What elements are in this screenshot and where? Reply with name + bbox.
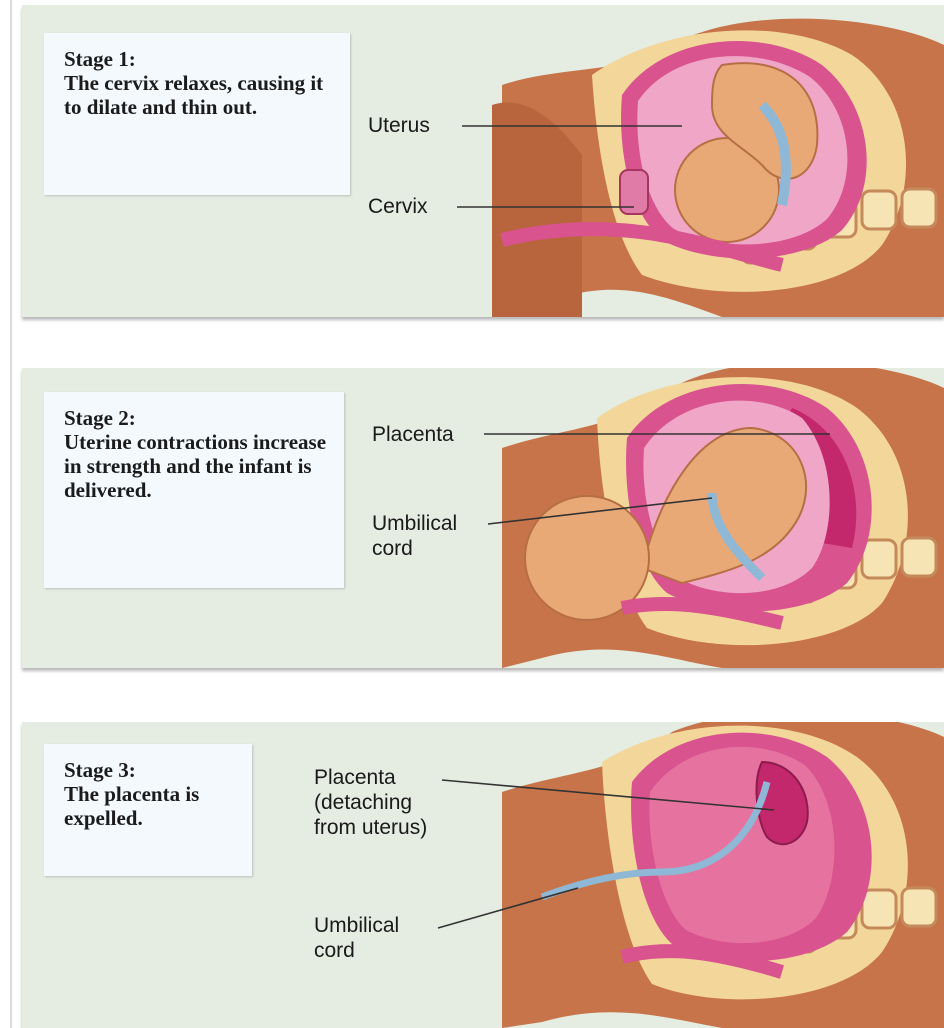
stage-3-caption: Stage 3: The placenta is expelled. xyxy=(44,744,252,876)
label-umbilical-cord: Umbilical cord xyxy=(314,913,399,963)
label-uterus: Uterus xyxy=(368,113,430,138)
label-umbilical-cord: Umbilical cord xyxy=(372,511,457,561)
uterus-inner xyxy=(649,747,834,943)
stage-1-panel: Stage 1: The cervix relaxes, causing it … xyxy=(22,5,944,317)
label-placenta: Placenta xyxy=(372,422,454,447)
stage-3-panel: Stage 3: The placenta is expelled. Place… xyxy=(22,722,944,1028)
label-placenta-detaching: Placenta (detaching from uterus) xyxy=(314,765,427,840)
stage-2-panel: Stage 2: Uterine contractions increase i… xyxy=(22,368,944,668)
stage-1-description: The cervix relaxes, causing it to dilate… xyxy=(64,71,334,119)
stage-2-description: Uterine contractions increase in strengt… xyxy=(64,430,328,502)
stage-3-title: Stage 3: xyxy=(64,758,236,782)
label-cervix: Cervix xyxy=(368,194,428,219)
stage-3-description: The placenta is expelled. xyxy=(64,782,236,830)
left-border-rule xyxy=(10,0,12,1028)
stage-1-caption: Stage 1: The cervix relaxes, causing it … xyxy=(44,33,350,195)
stage-1-title: Stage 1: xyxy=(64,47,334,71)
stage-2-title: Stage 2: xyxy=(64,406,328,430)
stage-2-caption: Stage 2: Uterine contractions increase i… xyxy=(44,392,344,588)
